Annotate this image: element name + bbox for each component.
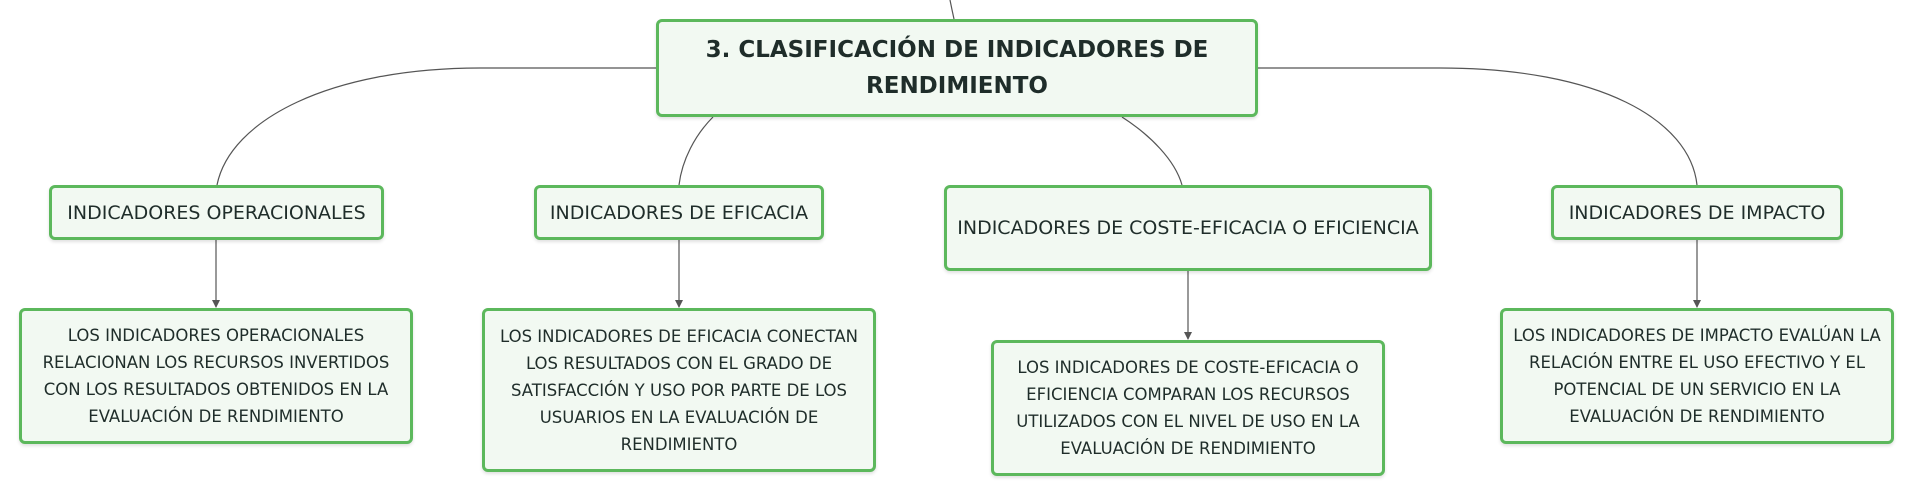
connector-root-coste-eficacia	[1121, 116, 1183, 186]
category-label: INDICADORES OPERACIONALES	[67, 201, 366, 224]
connector-root-eficacia	[678, 116, 714, 186]
description-node-eficacia[interactable]: LOS INDICADORES DE EFICACIA CONECTAN LOS…	[482, 308, 876, 472]
connector-root-impacto	[1258, 67, 1698, 186]
description-text: LOS INDICADORES DE EFICACIA CONECTAN LOS…	[499, 326, 859, 454]
category-node-eficacia[interactable]: INDICADORES DE EFICACIA	[534, 185, 824, 240]
description-node-impacto[interactable]: LOS INDICADORES DE IMPACTO EVALÚAN LA RE…	[1500, 308, 1894, 444]
category-label: INDICADORES DE EFICACIA	[549, 201, 809, 224]
category-label: INDICADORES DE COSTE-EFICACIA O EFICIENC…	[957, 217, 1419, 239]
connector-root-operacionales	[216, 67, 656, 186]
category-node-coste-eficacia[interactable]: INDICADORES DE COSTE-EFICACIA O EFICIENC…	[944, 185, 1432, 271]
description-node-operacionales[interactable]: LOS INDICADORES OPERACIONALES RELACIONAN…	[19, 308, 413, 444]
category-node-operacionales[interactable]: INDICADORES OPERACIONALES	[49, 185, 384, 240]
root-topic-node[interactable]: 3. CLASIFICACIÓN DE INDICADORES DE RENDI…	[656, 19, 1258, 117]
description-text: LOS INDICADORES OPERACIONALES RELACIONAN…	[42, 326, 390, 426]
category-node-impacto[interactable]: INDICADORES DE IMPACTO	[1551, 185, 1843, 240]
connector-parent-root	[949, 0, 955, 20]
category-label: INDICADORES DE IMPACTO	[1568, 201, 1826, 224]
description-text: LOS INDICADORES DE IMPACTO EVALÚAN LA RE…	[1513, 326, 1881, 426]
description-text: LOS INDICADORES DE COSTE-EFICACIA O EFIC…	[1016, 358, 1360, 458]
root-topic-title: 3. CLASIFICACIÓN DE INDICADORES DE RENDI…	[705, 37, 1209, 99]
description-node-coste-eficacia[interactable]: LOS INDICADORES DE COSTE-EFICACIA O EFIC…	[991, 340, 1385, 476]
